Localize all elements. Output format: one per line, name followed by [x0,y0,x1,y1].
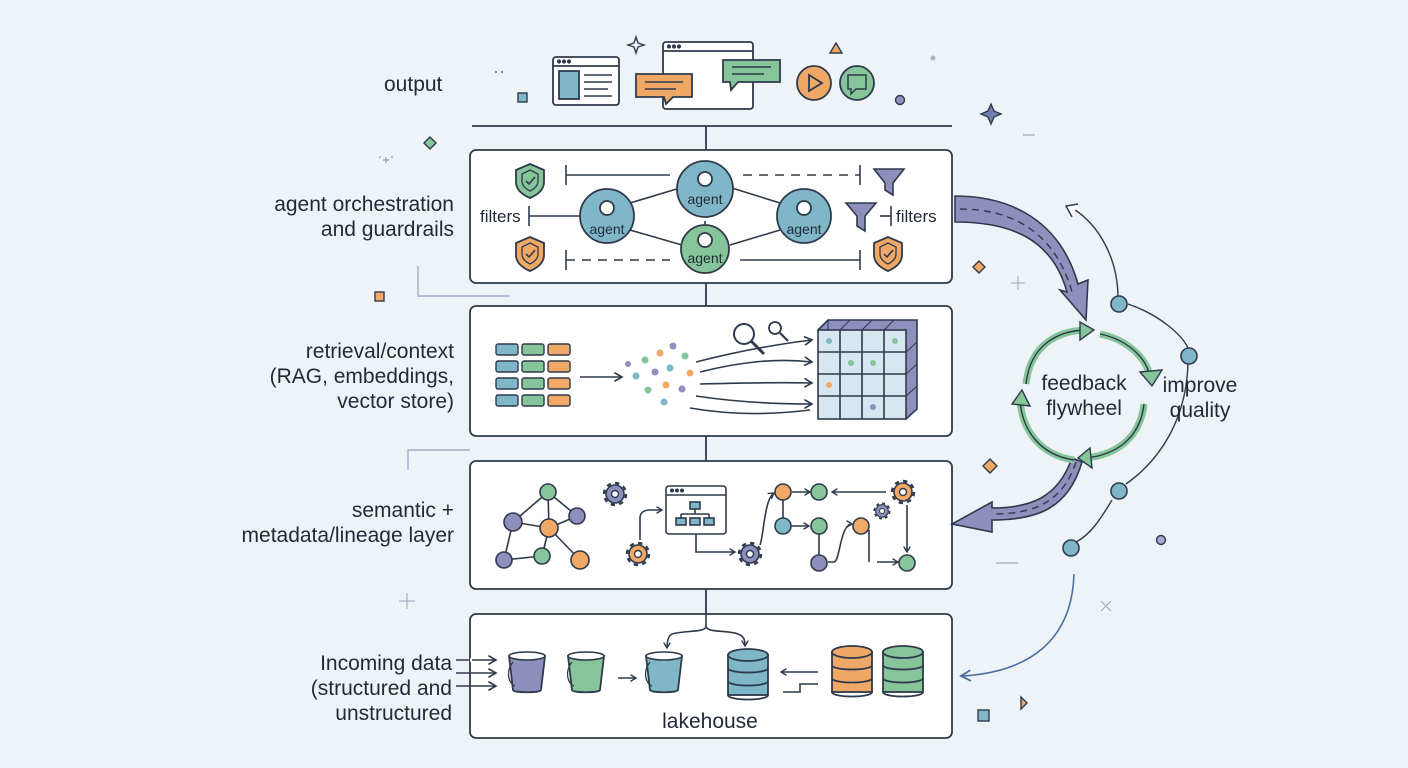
feedback-flywheel-label: feedback flywheel [1041,372,1127,420]
agent-labels: agent agent agent agent [589,191,821,266]
shield-check-icon [873,236,903,272]
lineage-window-icon [665,485,727,535]
lineage-nodes [774,483,916,572]
improve-quality-loop [959,203,1189,682]
agent-label: agent [786,221,821,237]
layer-label-orchestration: agent orchestration and guardrails [274,193,454,241]
lakehouse-label: lakehouse [662,710,758,733]
agent-node-top [676,160,734,218]
play-icon [796,65,832,101]
feedback-big-arrows [949,195,1089,533]
flywheel-arcs [1010,320,1164,470]
chat-bubble-orange-icon [635,73,693,106]
lakehouse-arrows [618,614,818,693]
filters-label-left: filters [480,207,521,226]
incoming-arrows [456,655,498,691]
improve-quality-label: improve quality [1162,374,1238,422]
layer-label-output: output [384,73,443,96]
shield-check-icon [515,163,545,199]
lineage-arrows [639,488,911,566]
agent-label: agent [687,191,722,207]
knowledge-graph-icon [495,483,590,570]
vector-store-cube-icon [816,319,918,421]
retrieval-flow-arrows [689,336,814,415]
layer-label-incoming: Incoming data (structured and unstructur… [310,652,452,725]
layer-label-semantic: semantic + metadata/lineage layer [241,499,454,547]
database-icon [831,645,873,698]
shield-check-icon [515,236,545,272]
output-icons [552,41,875,110]
layer-label-retrieval: retrieval/context (RAG, embeddings, vect… [269,340,454,413]
agent-nodes [579,160,832,274]
filter-icon [872,168,906,197]
embedding-dots [625,342,694,406]
chat-circle-icon [839,65,875,101]
agent-label: agent [687,250,722,266]
agent-label: agent [589,221,624,237]
search-icon [733,323,766,356]
orchestration-graph [528,165,892,270]
bucket-icon [566,651,605,694]
agent-node-left [579,188,635,244]
agent-node-bottom [680,224,730,274]
filter-icon [844,202,878,233]
chat-bubble-green-icon [722,59,781,93]
lakehouse-database-icon [727,648,769,701]
spine [472,125,952,614]
agent-node-right [776,188,832,244]
loop-nodes [1062,295,1198,557]
lakehouse-box [469,613,953,739]
data-table-icon [495,343,571,407]
filters-label-right: filters [896,207,937,226]
bucket-icon [644,651,683,694]
document-window-icon [552,56,620,106]
database-icon [882,645,924,698]
search-icon [768,321,789,342]
bucket-icon [507,651,546,694]
decorations [374,34,1167,722]
